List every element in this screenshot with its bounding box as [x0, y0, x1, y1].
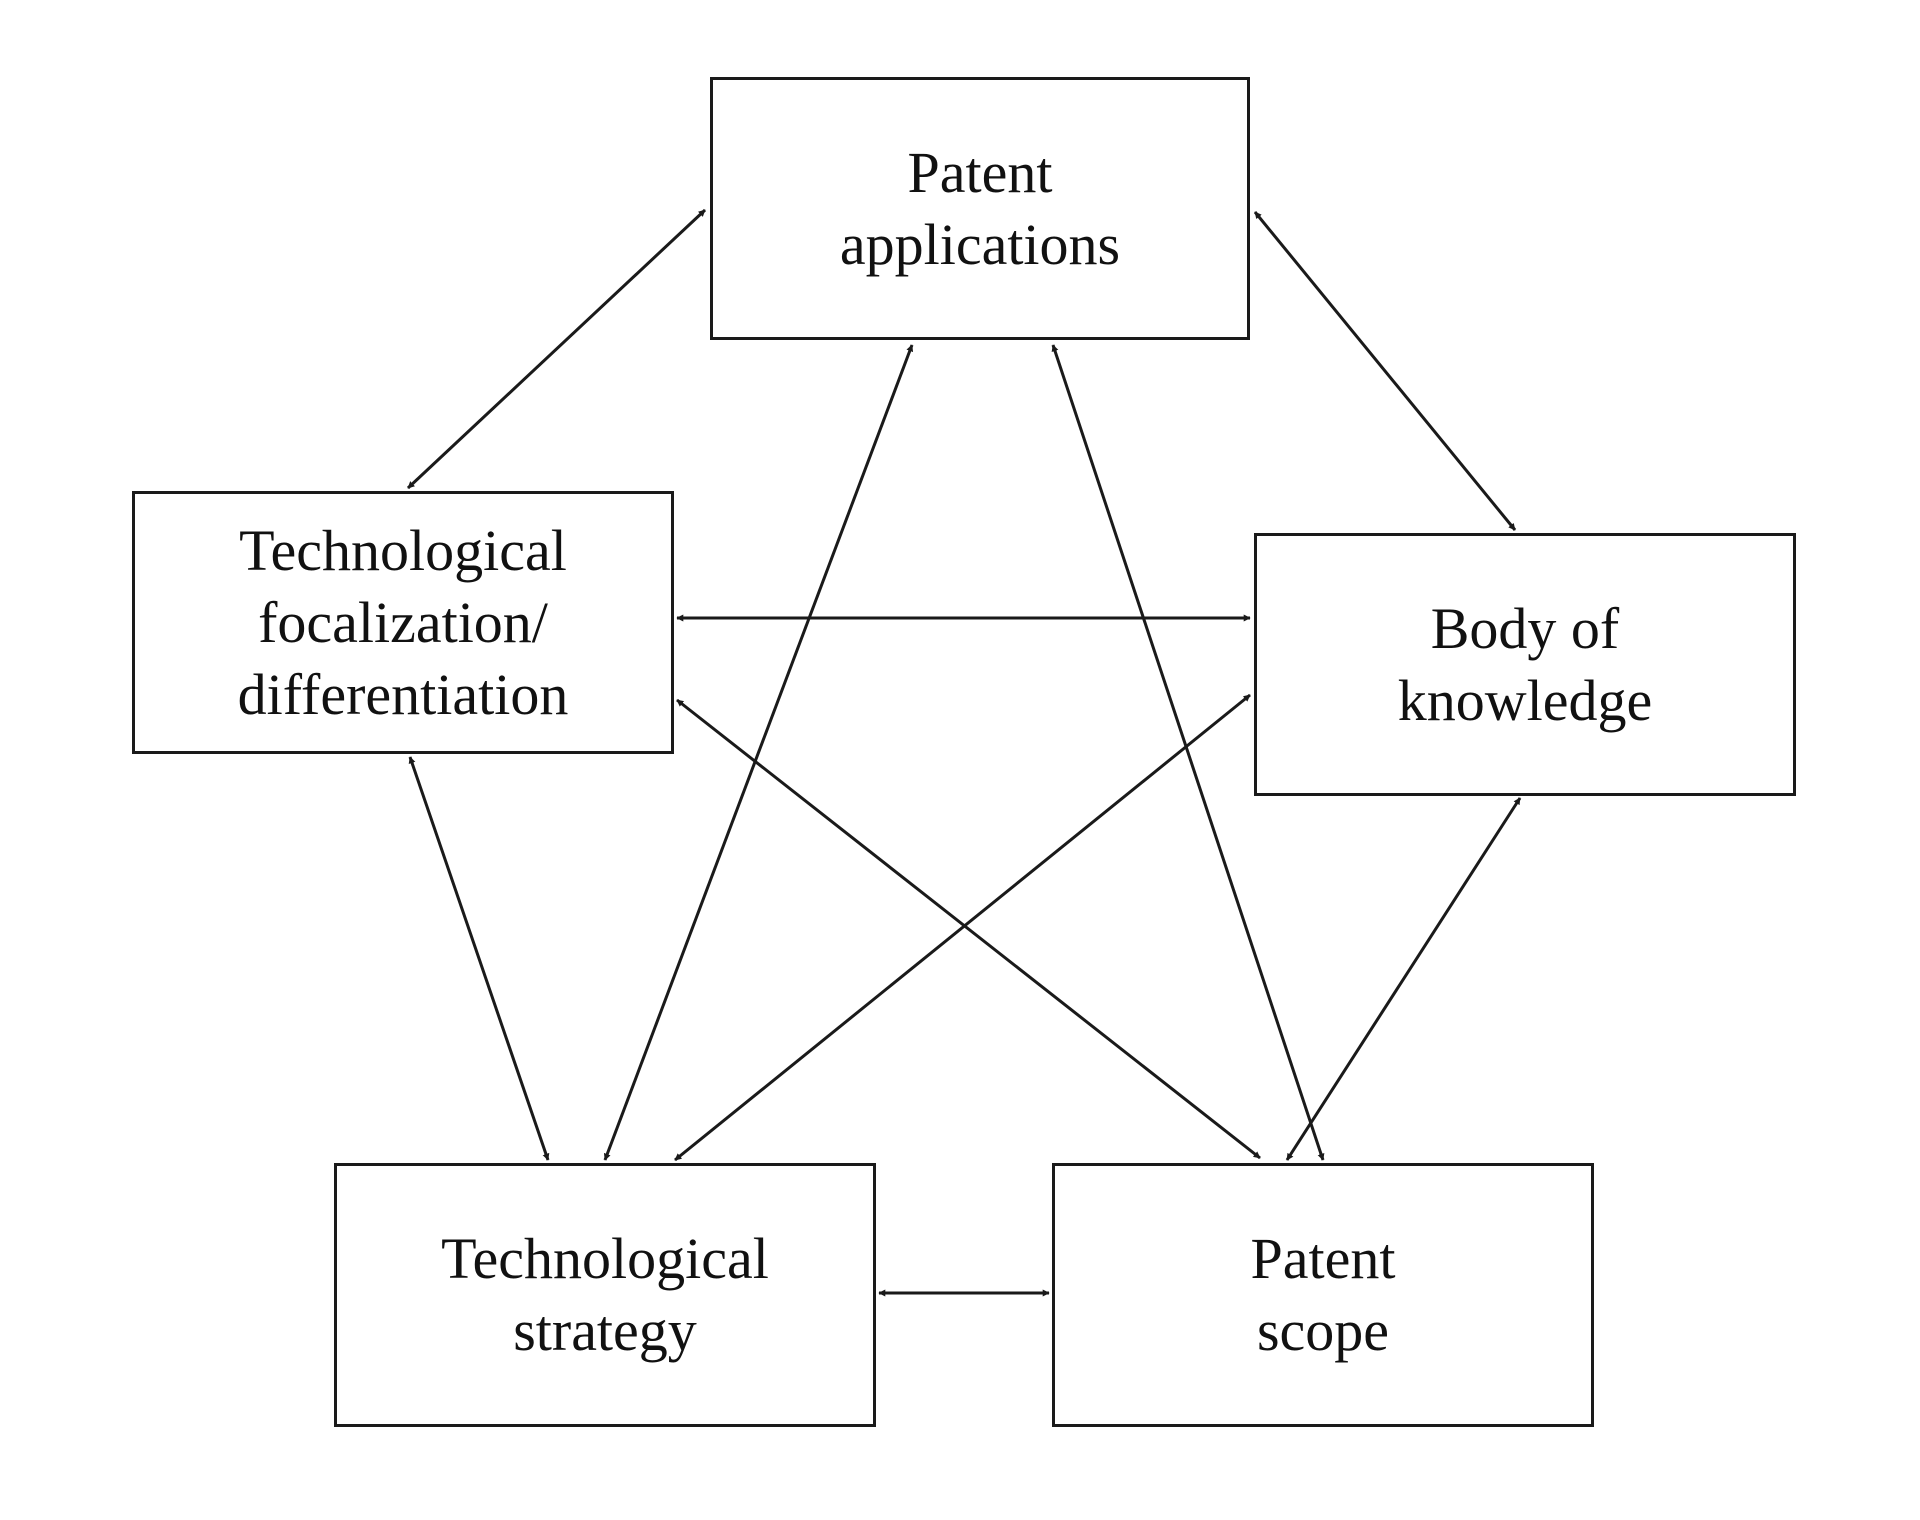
- arrow-body-of-knowledge-to-patent-scope: [1285, 797, 1522, 1161]
- arrow-body-of-knowledge-to-tech-strategy: [674, 693, 1251, 1162]
- arrow-patent-applications-to-body-of-knowledge: [1253, 211, 1517, 531]
- node-label-line: scope: [1256, 1298, 1390, 1363]
- node-patent-applications: Patent applications: [710, 77, 1250, 340]
- node-technological-strategy: Technological strategy: [334, 1163, 876, 1427]
- node-patent-scope: Patent scope: [1052, 1163, 1594, 1427]
- node-label-line: Technological: [239, 517, 567, 583]
- node-label-line: strategy: [513, 1298, 697, 1363]
- node-label-line: Technological: [441, 1226, 769, 1291]
- node-label-line: Patent: [907, 139, 1053, 205]
- node-label-line: differentiation: [237, 661, 569, 727]
- node-label-line: Patent: [1250, 1226, 1396, 1291]
- arrow-tech-focalization-to-patent-applications: [406, 208, 707, 490]
- arrow-tech-focalization-to-tech-strategy: [408, 756, 550, 1161]
- node-label-line: knowledge: [1397, 667, 1653, 733]
- node-body-of-knowledge: Body of knowledge: [1254, 533, 1796, 796]
- node-label-line: applications: [839, 211, 1121, 277]
- node-technological-focalization: Technological focalization/ differentiat…: [132, 491, 674, 754]
- node-label-line: focalization/: [258, 589, 548, 655]
- node-label-line: Body of: [1430, 595, 1620, 661]
